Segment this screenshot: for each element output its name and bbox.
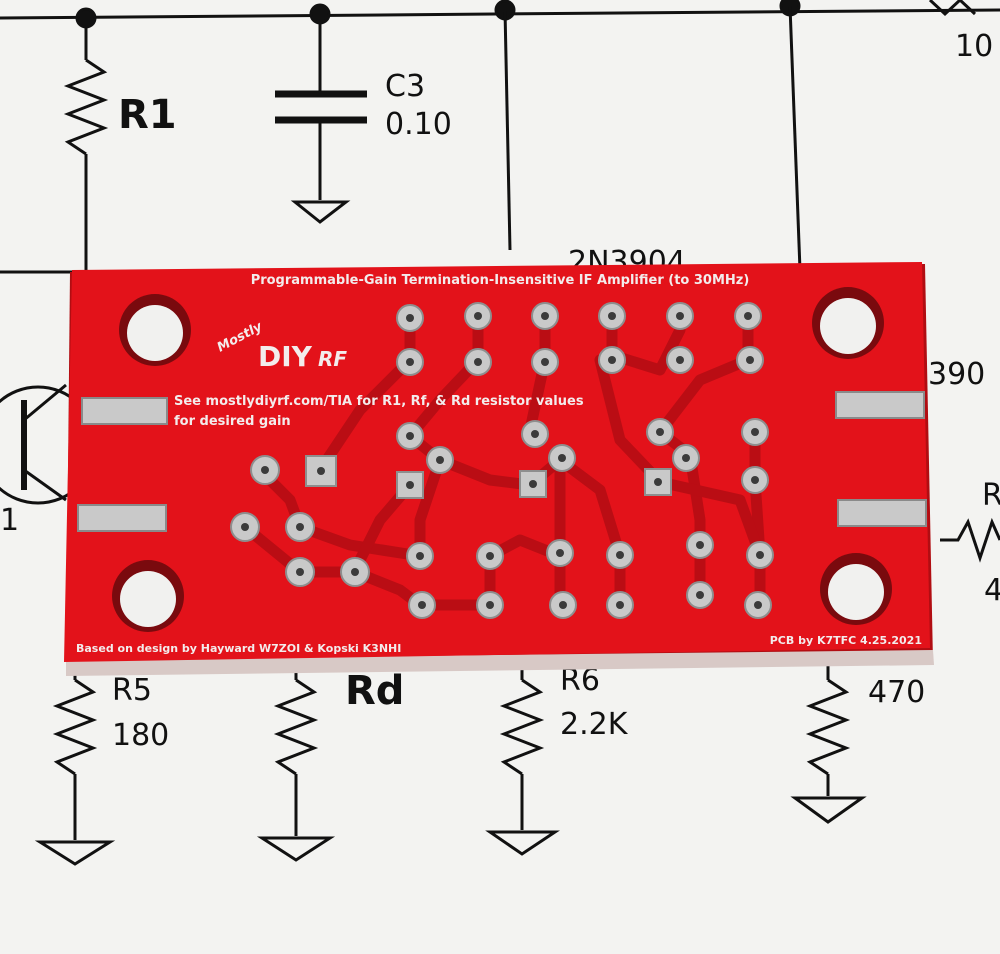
label-r6-value: 2.2K <box>560 707 629 742</box>
pcb-title: Programmable-Gain Termination-Insensitiv… <box>251 273 750 288</box>
pcb-credit-right: PCB by K7TFC 4.25.2021 <box>770 634 922 647</box>
label-rd: Rd <box>345 668 404 714</box>
label-r1: R1 <box>118 92 177 138</box>
logo-rf: RF <box>318 347 347 371</box>
pcb-board: Programmable-Gain Termination-Insensitiv… <box>64 262 934 676</box>
label-right-edge-digit: 4 <box>984 573 1000 608</box>
label-right-edge-letter: R <box>982 478 1000 513</box>
through-hole-pads <box>230 302 774 619</box>
edge-pads <box>77 391 927 532</box>
label-c3: C3 <box>385 69 425 104</box>
label-left-edge: 1 <box>0 503 19 538</box>
pcb-note-line2: for desired gain <box>174 414 291 429</box>
label-r5: R5 <box>112 673 152 708</box>
pcb-credit-left: Based on design by Hayward W7ZOI & Kopsk… <box>76 642 401 655</box>
schematic-drawing <box>0 0 1000 866</box>
label-470: 470 <box>868 675 925 710</box>
pcb-side-face <box>66 650 934 676</box>
label-c3-value: 0.10 <box>385 107 452 142</box>
label-r5-value: 180 <box>112 718 169 753</box>
label-top-right-value: 10 <box>955 29 993 64</box>
pcb-note-line1: See mostlydiyrf.com/TIA for R1, Rf, & Rd… <box>174 394 584 409</box>
logo-diy: DIY <box>258 340 313 373</box>
label-right-390: 390 <box>928 357 985 392</box>
mounting-holes <box>112 287 892 632</box>
